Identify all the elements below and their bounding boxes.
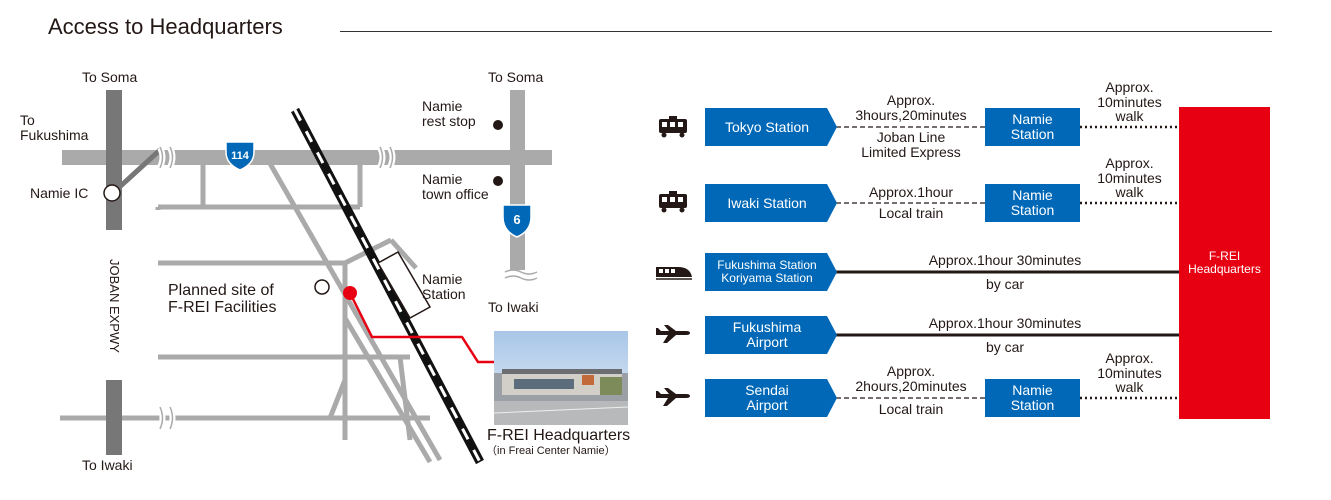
train-icon — [659, 191, 687, 213]
to-soma-right-label: To Soma — [488, 69, 544, 85]
namie-ic-label: Namie IC — [30, 185, 89, 201]
namie-station-label: Namie Station — [422, 271, 466, 302]
hq-marker — [343, 286, 357, 300]
iwaki-line-note: Local train — [878, 205, 944, 221]
route-6-number: 6 — [513, 212, 520, 227]
route-114-number: 114 — [231, 150, 250, 162]
town-office-marker — [493, 176, 503, 186]
route-6-shield — [502, 204, 532, 238]
town-office-label: Namie town office — [422, 171, 489, 202]
to-iwaki-right-label: To Iwaki — [488, 299, 539, 315]
fksairport-time-note: Approx.1hour 30minutes — [928, 315, 1082, 331]
planned-site-label: Planned site of F-REI Facilities — [168, 282, 277, 316]
expressway-road — [106, 380, 122, 455]
route-114-road — [62, 150, 552, 165]
tokyo-origin-box: Tokyo Station — [705, 108, 837, 146]
route-6-road — [510, 90, 525, 270]
rest-stop-marker — [493, 120, 503, 130]
tokyo-walk-note: Approx. 10minutes walk — [1097, 79, 1162, 125]
to-fukushima-label: To Fukushima — [20, 112, 89, 143]
iwaki-dest-box: Namie Station — [985, 184, 1080, 222]
sendai-time-note: Approx. 2hours,20minutes — [855, 363, 967, 394]
page-title: Access to Headquarters — [48, 14, 283, 39]
to-soma-left-label: To Soma — [82, 69, 138, 85]
rest-stop-label: Namie rest stop — [422, 98, 476, 129]
local-road — [327, 379, 348, 419]
hq-destination-box: F-REI Headquarters — [1179, 107, 1270, 419]
sendai-walk-note: Approx. 10minutes walk — [1097, 350, 1162, 396]
joban-expwy-label: JOBAN EXPWY — [106, 259, 122, 353]
namie-ic-marker — [103, 184, 121, 202]
expressway-road — [106, 90, 122, 230]
local-road — [397, 356, 413, 441]
station-building — [376, 250, 432, 320]
hq-photo — [494, 331, 628, 425]
hq-name-label: F-REI Headquarters — [487, 427, 631, 444]
header-rule — [340, 31, 1272, 32]
shinkansen-icon — [656, 267, 692, 280]
ic-ramp — [111, 148, 162, 195]
tokyo-dest-box: Namie Station — [985, 108, 1080, 146]
tokyo-line-note: Joban Line Limited Express — [861, 129, 961, 160]
fks-time-note: Approx.1hour 30minutes — [928, 252, 1082, 268]
sendai-origin-box: Sendai Airport — [705, 379, 837, 417]
hq-sub-label: （in Freai Center Namie） — [486, 445, 616, 457]
iwaki-time-note: Approx.1hour — [868, 184, 954, 200]
sendai-dest-box: Namie Station — [985, 379, 1080, 417]
to-iwaki-left-label: To Iwaki — [82, 457, 133, 473]
diagonal-road — [265, 158, 443, 462]
tokyo-time-note: Approx. 3hours,20minutes — [855, 92, 967, 123]
fksairport-line-note: by car — [985, 339, 1025, 355]
fks-origin-box: Fukushima Station Koriyama Station — [705, 253, 837, 291]
local-road — [389, 238, 418, 270]
fks-line-note: by car — [985, 276, 1025, 292]
diagonal-road — [342, 316, 433, 464]
airplane-icon — [656, 388, 690, 406]
hq-path — [348, 292, 494, 364]
iwaki-walk-note: Approx. 10minutes walk — [1097, 155, 1162, 201]
route-114-shield — [225, 141, 255, 171]
airplane-icon — [656, 325, 690, 343]
train-icon — [659, 116, 687, 138]
sendai-line-note: Local train — [878, 401, 944, 417]
planned-site-marker — [314, 279, 330, 295]
railway-dash — [293, 109, 482, 463]
fksairport-origin-box: Fukushima Airport — [705, 316, 837, 354]
iwaki-origin-box: Iwaki Station — [705, 184, 837, 222]
